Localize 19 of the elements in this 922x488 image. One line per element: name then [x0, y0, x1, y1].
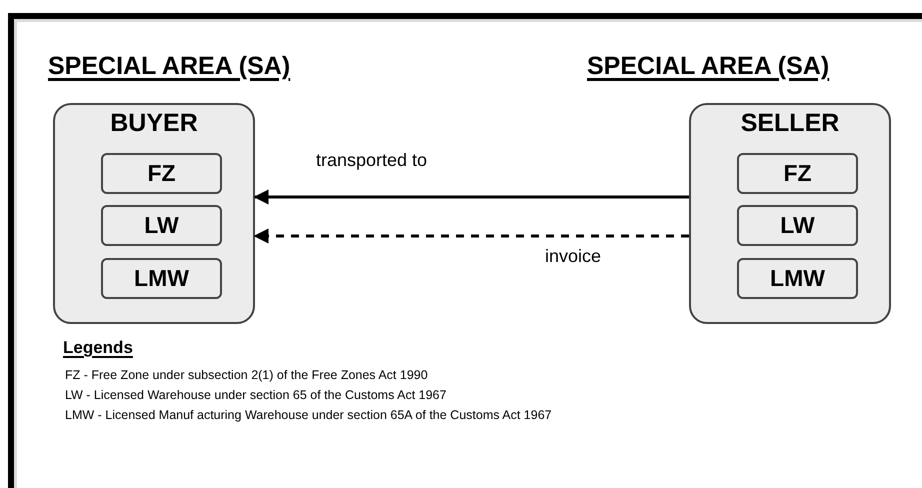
legend-text: LMW - Licensed Manuf acturing Warehouse under section 65A of the Customs Act 1967	[65, 408, 552, 422]
zone-box: LMW	[101, 258, 222, 299]
zone-box: LW	[101, 205, 222, 246]
party-title: BUYER	[109, 109, 199, 138]
party-box	[689, 103, 891, 324]
zone-box: FZ	[737, 153, 858, 194]
arrow	[254, 228, 689, 244]
legend-text: LW - Licensed Warehouse under section 65 of the Customs Act 1967	[65, 388, 446, 402]
area-heading: SPECIAL AREA (SA)	[48, 52, 290, 81]
zone-box: LW	[737, 205, 858, 246]
area-heading: SPECIAL AREA (SA)	[587, 52, 830, 81]
zone-box: LMW	[737, 258, 858, 299]
arrow	[254, 190, 689, 204]
party-title: SELLER	[740, 109, 840, 138]
party-box	[53, 103, 255, 324]
edge-label: transported to	[316, 150, 428, 171]
zone-box: FZ	[101, 153, 222, 194]
legend-heading: Legends	[63, 338, 133, 358]
legend-text: FZ - Free Zone under subsection 2(1) of the Free Zones Act 1990	[65, 368, 428, 382]
